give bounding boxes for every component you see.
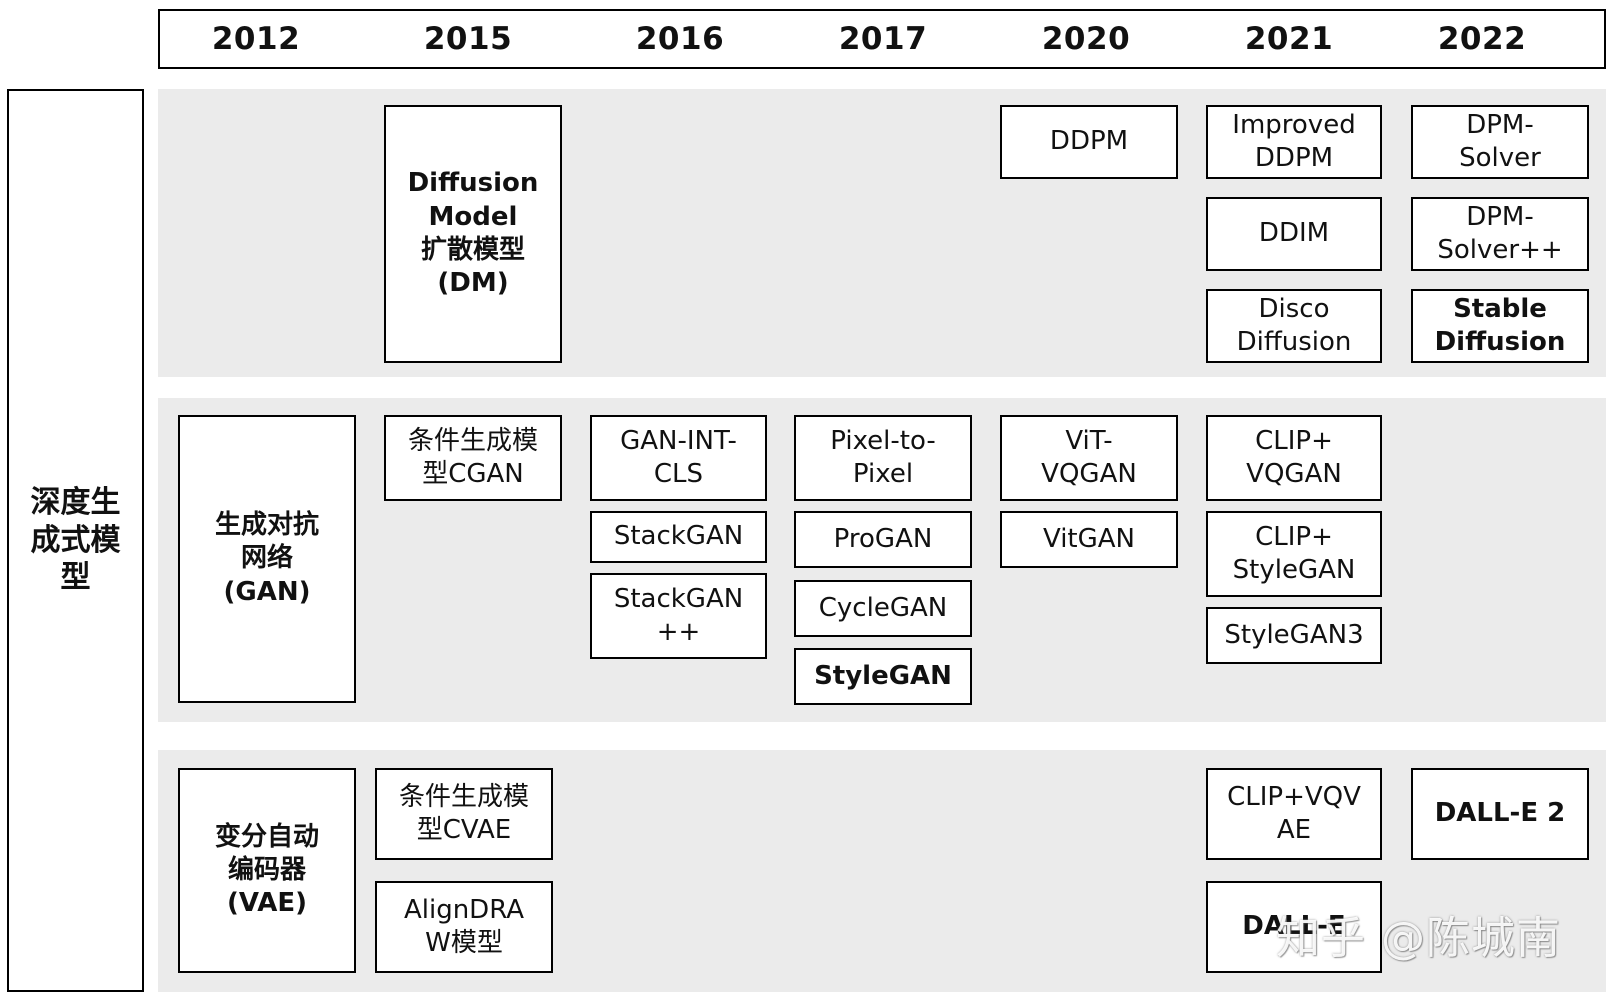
model-cvae: 条件生成模 型CVAE (375, 768, 553, 860)
model-clip-vqgan: CLIP+ VQGAN (1206, 415, 1382, 501)
year-label-2017: 2017 (838, 21, 928, 57)
model-stylegan3: StyleGAN3 (1206, 607, 1382, 664)
model-disco-diffusion: Disco Diffusion (1206, 289, 1382, 363)
model-dpm-solver-plus-plus: DPM- Solver++ (1411, 197, 1589, 271)
model-clip-vqvae: CLIP+VQV AE (1206, 768, 1382, 860)
model-improved-ddpm: Improved DDPM (1206, 105, 1382, 179)
diffusion-model-band (158, 89, 1606, 377)
model-cgan: 条件生成模 型CGAN (384, 415, 562, 501)
vae-category: 变分自动 编码器 (VAE) (178, 768, 356, 973)
model-clip-stylegan: CLIP+ StyleGAN (1206, 511, 1382, 597)
model-gan-int-cls: GAN-INT- CLS (590, 415, 767, 501)
model-stackgan-plus-plus: StackGAN ++ (590, 573, 767, 659)
year-label-2012: 2012 (211, 21, 301, 57)
year-label-2016: 2016 (635, 21, 725, 57)
model-vitgan: VitGAN (1000, 511, 1178, 568)
model-aligndraw: AlignDRA W模型 (375, 881, 553, 973)
year-label-2020: 2020 (1041, 21, 1131, 57)
gan-category: 生成对抗 网络 (GAN) (178, 415, 356, 703)
year-label-2022: 2022 (1437, 21, 1527, 57)
year-label-2021: 2021 (1244, 21, 1334, 57)
model-stylegan: StyleGAN (794, 648, 972, 705)
model-ddim: DDIM (1206, 197, 1382, 271)
year-timeline-bar: 2012 2015 2016 2017 2020 2021 2022 (158, 9, 1606, 69)
model-progan: ProGAN (794, 511, 972, 568)
model-stable-diffusion: Stable Diffusion (1411, 289, 1589, 363)
model-vit-vqgan: ViT- VQGAN (1000, 415, 1178, 501)
zhihu-watermark: 知乎 @陈城南 (1276, 913, 1561, 964)
model-dall-e-2: DALL-E 2 (1411, 768, 1589, 860)
model-stackgan: StackGAN (590, 511, 767, 563)
diffusion-model-category: Diffusion Model 扩散模型 (DM) (384, 105, 562, 363)
root-category-label: 深度生成式模型 (7, 89, 144, 992)
model-dall-e: DALL-E (1206, 881, 1382, 973)
model-cyclegan: CycleGAN (794, 580, 972, 637)
year-label-2015: 2015 (423, 21, 513, 57)
model-dpm-solver: DPM- Solver (1411, 105, 1589, 179)
model-pixel-to-pixel: Pixel-to- Pixel (794, 415, 972, 501)
model-ddpm: DDPM (1000, 105, 1178, 179)
